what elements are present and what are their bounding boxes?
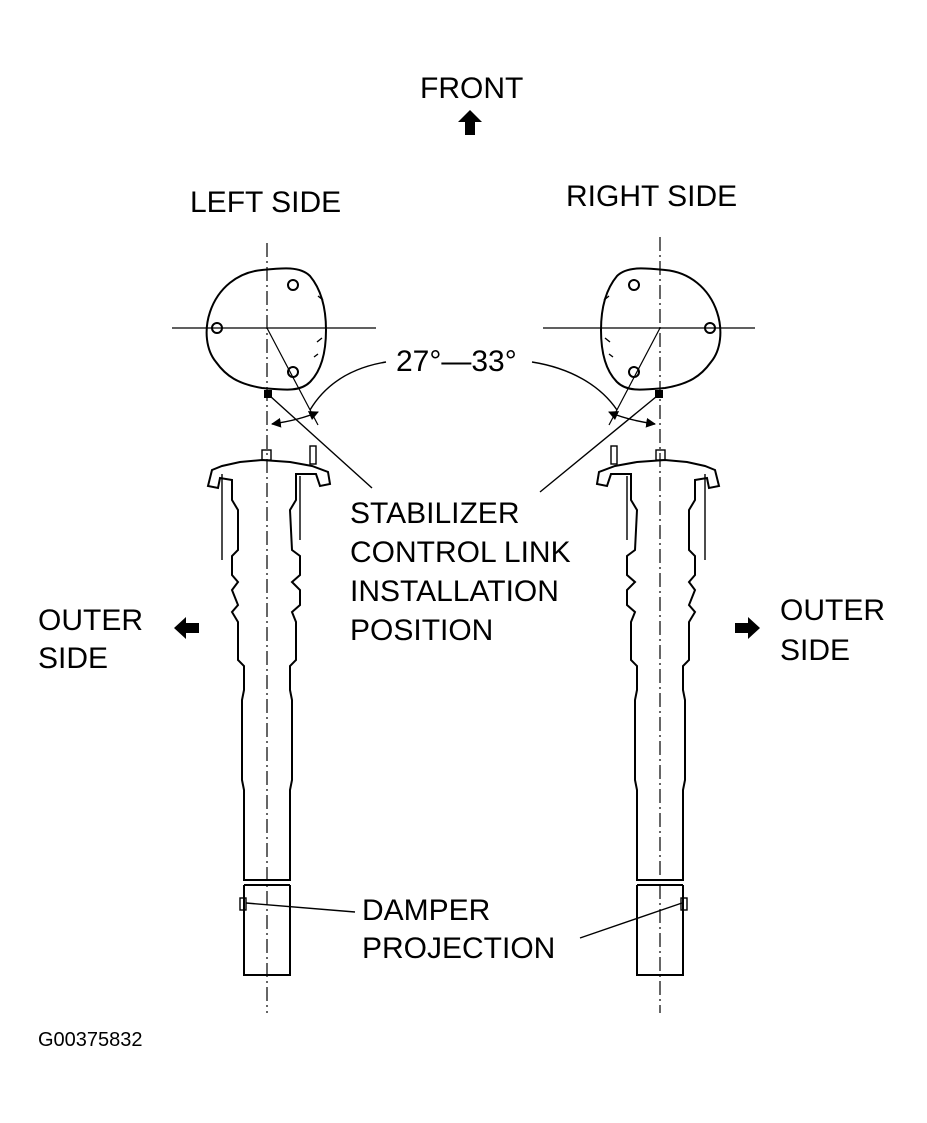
outer-side-left-line2: SIDE	[38, 642, 108, 675]
outer-side-left-line1: OUTER	[38, 604, 143, 637]
stabilizer-leader-left	[269, 395, 373, 489]
stabilizer-label-line1: STABILIZER	[350, 497, 519, 530]
left-strut-body	[206, 445, 332, 976]
angle-leader-right	[531, 361, 618, 411]
angle-label: 27°—33°	[396, 345, 517, 378]
figure-code: G00375832	[38, 1029, 143, 1051]
outer-side-right-line2: SIDE	[780, 634, 850, 667]
damper-leader-right	[579, 902, 683, 939]
outer-right-arrow-icon	[735, 617, 760, 639]
outer-side-right-line1: OUTER	[780, 594, 885, 627]
right-side-title: RIGHT SIDE	[566, 180, 737, 213]
right-strut	[543, 237, 755, 1013]
stabilizer-leader-right	[539, 391, 663, 493]
outer-left-arrow-icon	[174, 617, 199, 639]
right-strut-body	[595, 445, 721, 976]
stabilizer-label-line4: POSITION	[350, 614, 493, 647]
right-upper-mount	[543, 267, 755, 426]
damper-leader-left	[245, 902, 356, 913]
damper-label-line2: PROJECTION	[362, 932, 555, 965]
stabilizer-label-line2: CONTROL LINK	[350, 536, 571, 569]
stabilizer-label-line3: INSTALLATION	[350, 575, 559, 608]
left-side-title: LEFT SIDE	[190, 186, 341, 219]
left-upper-mount	[172, 267, 376, 426]
front-arrow-icon	[458, 110, 482, 135]
left-strut	[172, 243, 376, 1013]
angle-leader-left	[309, 361, 387, 411]
damper-label-line1: DAMPER	[362, 894, 490, 927]
front-label: FRONT	[420, 72, 523, 105]
